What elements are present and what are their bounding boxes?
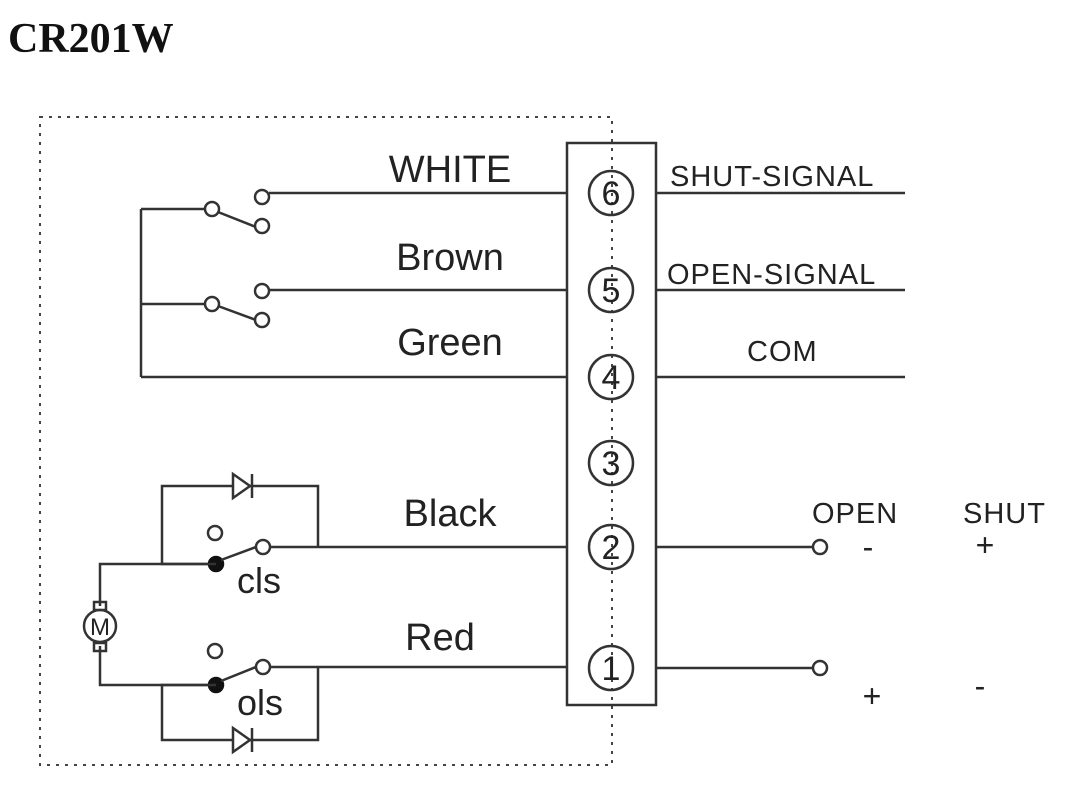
brown-wire-label: Brown [396,237,504,279]
white-wire-label: WHITE [389,149,511,191]
terminal-block [565,141,658,707]
open-power-label: OPEN [812,498,898,530]
terminal-6-number: 6 [602,175,621,213]
black-wire-label: Black [404,493,498,535]
actuator-enclosure [39,116,613,766]
terminal-4-number: 4 [602,359,621,397]
motor-letter: M [90,614,110,641]
model-title: CR201W [8,16,174,62]
close-limit-switch-label: cls [237,560,281,601]
terminal-4: 4 [587,353,635,401]
open-signal-label: OPEN-SIGNAL [667,259,876,291]
terminal-1-shut-sign: - [975,668,986,704]
terminal-2-open-sign: - [863,529,874,565]
terminal-5-number: 5 [602,272,621,310]
open-limit-switch-label: ols [237,682,283,723]
signal-switch-circuit [139,188,567,379]
diode-top [231,471,253,501]
terminal-1-number: 1 [602,650,621,688]
terminal-2-output [811,538,829,556]
terminal-3-number: 3 [602,445,621,483]
shut-power-label: SHUT [963,498,1046,530]
com-label: COM [747,336,818,368]
terminal-2-shut-sign: + [976,527,995,563]
diode-bottom [231,725,253,755]
red-wire-label: Red [405,617,475,659]
terminal-2: 2 [587,523,635,571]
terminal-1: 1 [587,644,635,692]
motor-circuit: M [82,471,567,755]
terminal-3: 3 [587,439,635,487]
terminal-6: 6 [587,169,635,217]
shut-signal-label: SHUT-SIGNAL [670,161,874,193]
terminal-1-open-sign: + [863,678,882,714]
terminal-1-output [811,659,829,677]
motor-icon [82,608,118,644]
terminal-5: 5 [587,266,635,314]
terminal-2-number: 2 [602,529,621,567]
green-wire-label: Green [397,322,503,364]
